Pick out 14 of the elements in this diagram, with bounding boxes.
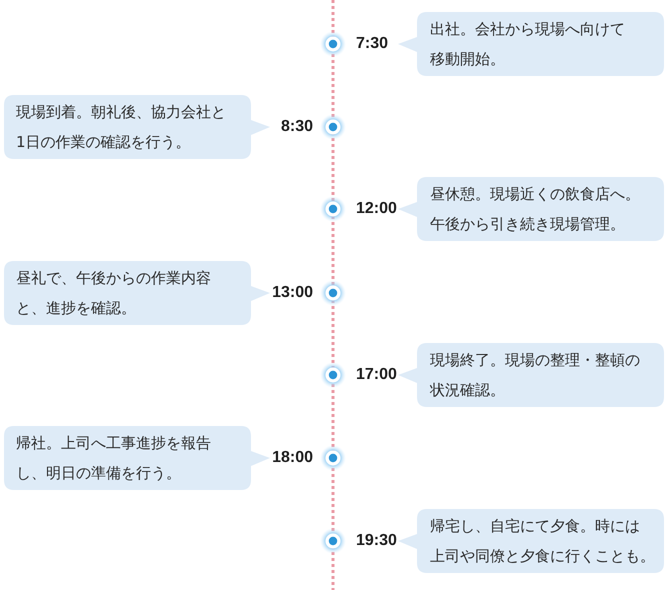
time-label: 17:00 <box>356 365 397 385</box>
time-label: 19:30 <box>356 531 397 551</box>
event-text: 昼礼で、午後からの作業内容と、進捗を確認。 <box>16 268 211 319</box>
event-text: 昼休憩。現場近くの飲食店へ。午後から引き続き現場管理。 <box>430 184 640 235</box>
time-label: 12:00 <box>356 199 397 219</box>
event-text: 現場到着。朝礼後、協力会社と1日の作業の確認を行う。 <box>16 102 226 153</box>
time-label: 8:30 <box>280 117 313 137</box>
event-text: 現場終了。現場の整理・整頓の状況確認。 <box>430 350 640 401</box>
time-label: 7:30 <box>356 34 388 54</box>
event-text: 帰社。上司へ工事進捗を報告し、明日の準備を行う。 <box>16 433 211 484</box>
time-label: 13:00 <box>272 283 313 303</box>
event-text: 出社。会社から現場へ向けて移動開始。 <box>430 19 625 70</box>
time-label: 18:00 <box>272 448 313 468</box>
event-text: 帰宅し、自宅にて夕食。時には上司や同僚と夕食に行くことも。 <box>430 516 655 567</box>
